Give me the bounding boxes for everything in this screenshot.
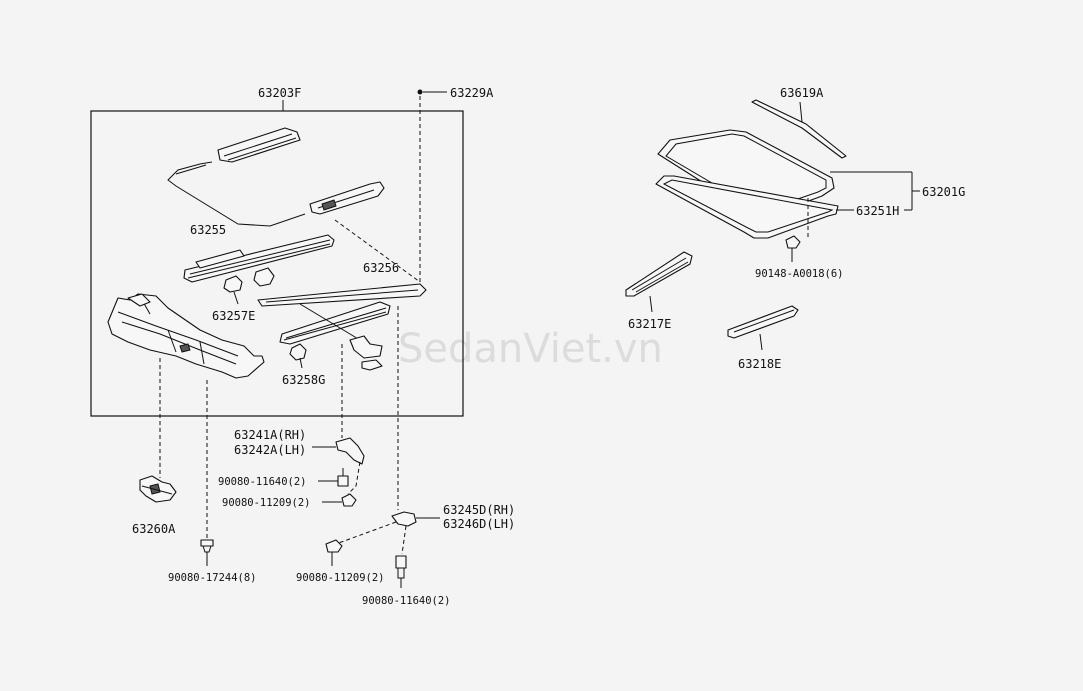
watermark: SedanViet.vn (398, 326, 663, 372)
label-63260A: 63260A (132, 522, 176, 536)
label-63242A: 63242A(LH) (234, 443, 306, 457)
label-90080-11640-a: 90080-11640(2) (218, 476, 307, 488)
label-63218E: 63218E (738, 357, 781, 371)
label-63241A: 63241A(RH) (234, 428, 306, 442)
label-63246D: 63246D(LH) (443, 517, 515, 531)
label-63217E: 63217E (628, 317, 671, 331)
label-63203F: 63203F (258, 86, 301, 100)
strip-63619A-part (751, 99, 847, 159)
label-90080-11209-b: 90080-11209(2) (296, 572, 385, 584)
nut-90080-11209-a-part (341, 493, 357, 507)
label-63256: 63256 (363, 261, 399, 275)
housing-frame-part (107, 293, 265, 379)
bracket-63260A-part (139, 475, 177, 503)
bolt-90080-11640-a-part (337, 475, 349, 487)
label-90080-11640-b: 90080-11640(2) (362, 595, 451, 607)
label-63251H: 63251H (856, 204, 899, 218)
bolt-90080-17244-part (200, 539, 214, 553)
deflector-63218E-part (727, 305, 799, 339)
label-63619A: 63619A (780, 86, 824, 100)
label-63245D: 63245D(RH) (443, 503, 515, 517)
deflector-63217E-part (625, 251, 693, 297)
label-90080-11209-a: 90080-11209(2) (222, 497, 311, 509)
label-63258G: 63258G (282, 373, 325, 387)
label-63257E: 63257E (212, 309, 255, 323)
bolt-90080-11640-b-part (395, 555, 407, 579)
clip-63257E-part (223, 267, 275, 293)
clip-63258G-part (289, 343, 307, 361)
label-90148: 90148-A0018(6) (755, 268, 844, 280)
label-63229A: 63229A (450, 86, 494, 100)
screw-90148-part (785, 235, 801, 249)
rail-63255-part (183, 234, 335, 283)
seal-63251H-part (655, 175, 839, 239)
bracket-63245D-part (391, 511, 417, 527)
nut-90080-11209-b-part (325, 539, 343, 553)
assembly-63203F-frame (90, 110, 464, 417)
label-63255: 63255 (190, 223, 226, 237)
label-90080-17244: 90080-17244(8) (168, 572, 257, 584)
rail-63256-part (257, 283, 427, 371)
pin-63229A (417, 89, 423, 95)
sunshade-cable-part (167, 127, 385, 227)
label-63201G: 63201G (922, 185, 965, 199)
bracket-63241A-part (335, 437, 365, 465)
